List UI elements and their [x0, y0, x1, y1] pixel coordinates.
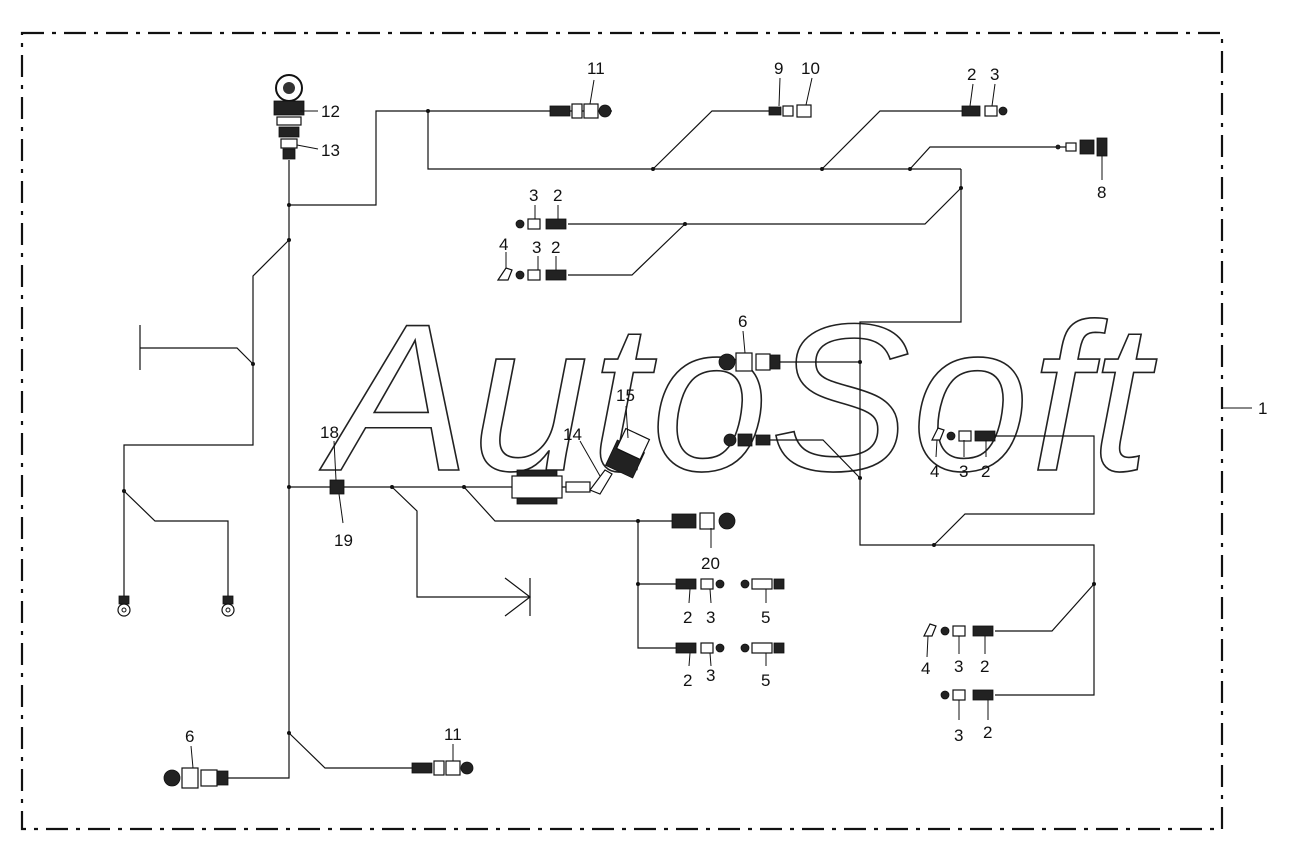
connector-15 [589, 427, 651, 495]
callout-2-row-a: 2 [553, 186, 562, 205]
connector-6-lower [163, 767, 229, 789]
ring-terminal-right [221, 595, 235, 617]
callout-14: 14 [563, 425, 582, 444]
callout-4-row-b: 4 [499, 235, 508, 254]
callout-18: 18 [320, 423, 339, 442]
connector-4-3-2-right-a [931, 427, 996, 442]
callout-2-top-right: 2 [967, 65, 976, 84]
callout-leaders [190, 77, 1103, 769]
callout-3-right-c: 3 [954, 726, 963, 745]
callout-19: 19 [334, 531, 353, 550]
connector-2-3-5-row-a [675, 578, 785, 590]
ring-terminal-left [117, 595, 131, 617]
callout-3-row-b: 3 [532, 238, 541, 257]
callout-3-top-right: 3 [990, 65, 999, 84]
connector-8 [1055, 137, 1108, 157]
watermark-text: AutoSoft [319, 280, 1157, 515]
callout-15: 15 [616, 386, 635, 405]
callout-20: 20 [701, 554, 720, 573]
connector-mid-right [723, 433, 771, 447]
callout-4-right-a: 4 [930, 462, 939, 481]
callout-3-row-a: 3 [529, 186, 538, 205]
ecu-module-14 [511, 469, 591, 505]
round-connector-12-13 [273, 74, 305, 160]
connector-11-lower [411, 760, 474, 776]
connector-6-upper [718, 352, 781, 372]
connector-3-2-right-c [940, 689, 994, 701]
callout-1: 1 [1258, 399, 1267, 418]
junction-dots [122, 109, 1096, 735]
connector-9-10 [768, 104, 812, 118]
connector-4-3-2-right-b [923, 623, 994, 637]
callout-2-row-b: 2 [551, 238, 560, 257]
callout-5-row-d: 5 [761, 671, 770, 690]
callout-3-right-a: 3 [959, 462, 968, 481]
connector-2-3-top-right [961, 105, 1008, 117]
callout-3-row-d: 3 [706, 666, 715, 685]
callout-10: 10 [801, 59, 820, 78]
callout-6-upper: 6 [738, 312, 747, 331]
connector-18-19 [329, 479, 345, 495]
callout-labels: 1 11 9 10 2 3 8 12 13 3 2 4 3 2 6 15 14 … [185, 59, 1267, 746]
callout-8: 8 [1097, 183, 1106, 202]
connector-4-3-2-row-b [496, 267, 567, 281]
callout-5-row-c: 5 [761, 608, 770, 627]
assembly-frame [20, 31, 1224, 831]
callout-2-right-a: 2 [981, 462, 990, 481]
connector-11-top [549, 103, 612, 119]
callout-4-right-b: 4 [921, 659, 930, 678]
connector-20 [671, 512, 736, 530]
callout-2-row-d: 2 [683, 671, 692, 690]
callout-2-row-c: 2 [683, 608, 692, 627]
callout-2-right-b: 2 [980, 657, 989, 676]
callout-3-right-b: 3 [954, 657, 963, 676]
callout-3-row-c: 3 [706, 608, 715, 627]
connector-3-2-row-a [515, 218, 567, 230]
connector-2-3-5-row-b [675, 642, 785, 654]
callout-2-right-c: 2 [983, 723, 992, 742]
callout-9: 9 [774, 59, 783, 78]
callout-13: 13 [321, 141, 340, 160]
callout-6-lower: 6 [185, 727, 194, 746]
callout-11-top: 11 [587, 59, 605, 78]
callout-11-lower: 11 [444, 725, 462, 744]
callout-12: 12 [321, 102, 340, 121]
